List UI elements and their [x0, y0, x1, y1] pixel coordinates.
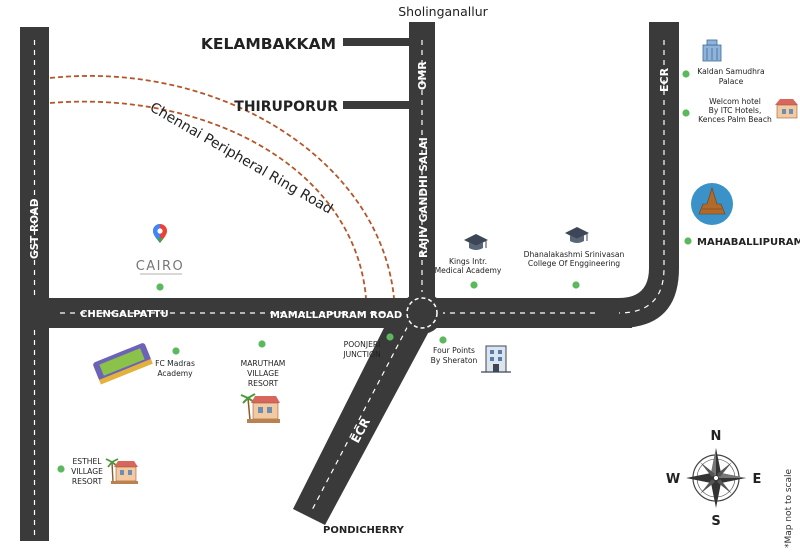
poonjeri-label-1: POONJERI: [344, 340, 381, 349]
hotel-building-icon: [702, 39, 722, 62]
welcom-label-2: By ITC Hotels,: [709, 106, 762, 115]
poonjeri-junction[interactable]: POONJERI JUNCTION: [342, 333, 394, 359]
ecr-diagonal-centerline: [310, 317, 413, 513]
compass-south: S: [711, 514, 720, 529]
esthel-label-2: VILLAGE: [71, 467, 103, 476]
esthel-marker-dot: [57, 465, 65, 473]
resort-building-icon: [240, 393, 280, 423]
kelambakkam-connector: [343, 38, 411, 46]
four-points-label-2: By Sheraton: [431, 356, 478, 365]
ecr-right-road: [600, 22, 679, 328]
thiruporur-connector: [343, 101, 411, 109]
peripheral-ring-road: [49, 75, 395, 299]
map-scale-note: *Map not to scale: [784, 468, 794, 548]
marutham-village-resort[interactable]: MARUTHAM VILLAGE RESORT: [240, 340, 286, 423]
fc-label-2: Academy: [157, 369, 193, 378]
pondicherry-label: PONDICHERRY: [323, 525, 405, 536]
ecr-right-centerline: [618, 40, 665, 314]
kings-label-2: Medical Academy: [435, 266, 502, 275]
graduation-cap-icon: [565, 227, 589, 243]
welcom-label-1: Welcom hotel: [709, 97, 761, 106]
dhana-label-2: College Of Enggineering: [528, 259, 620, 268]
mahaballipuram-marker-dot: [684, 237, 692, 245]
four-points-label-1: Four Points: [433, 346, 475, 355]
welcom-label-3: Kences Palm Beach: [698, 115, 772, 124]
omr-label: OMR: [416, 61, 429, 90]
marutham-label-2: VILLAGE: [247, 369, 279, 378]
compass-east: E: [753, 472, 762, 487]
resort-building-icon: [775, 99, 798, 119]
hotel-building-icon: [481, 345, 511, 373]
compass-north: N: [711, 429, 722, 444]
ring-road-label: Chennai Peripheral Ring Road: [147, 100, 335, 218]
compass-west: W: [666, 472, 680, 487]
kings-marker-dot: [470, 281, 478, 289]
mahaballipuram-label: MAHABALLIPURAM: [697, 237, 800, 248]
esthel-label-3: RESORT: [72, 477, 103, 486]
kings-medical-academy[interactable]: Kings Intr. Medical Academy: [435, 234, 502, 289]
fc-label-1: FC Madras: [155, 359, 195, 368]
location-pin-icon: [153, 224, 167, 243]
four-points-sheraton[interactable]: Four Points By Sheraton: [431, 336, 511, 373]
rajiv-gandhi-salai-label: RAJIV GANDHI SALAI: [418, 137, 430, 258]
sholinganallur-label: Sholinganallur: [398, 4, 488, 19]
poonjeri-marker-dot: [386, 333, 394, 341]
ecr-diagonal-road: [293, 304, 434, 525]
road-network: [20, 22, 679, 541]
dhanalakashmi-college[interactable]: Dhanalakashmi Srinivasan College Of Engg…: [524, 227, 625, 289]
welcom-hotel[interactable]: Welcom hotel By ITC Hotels, Kences Palm …: [682, 97, 798, 124]
shore-temple-icon: [691, 183, 733, 225]
cairo-project[interactable]: CAIRO: [136, 224, 185, 291]
marutham-label-3: RESORT: [248, 379, 279, 388]
cairo-marker-dot: [156, 283, 164, 291]
fc-madras-academy[interactable]: FC Madras Academy: [92, 342, 195, 385]
four-points-marker-dot: [439, 336, 447, 344]
marutham-label-1: MARUTHAM: [241, 359, 286, 368]
cairo-logo: CAIRO: [136, 259, 185, 274]
dhana-label-1: Dhanalakashmi Srinivasan: [524, 250, 625, 259]
kaldan-marker-dot: [682, 70, 690, 78]
ecr-right-label: ECR: [658, 67, 671, 92]
kaldan-label-2: Palace: [719, 77, 744, 86]
welcom-marker-dot: [682, 109, 690, 117]
kings-label-1: Kings Intr.: [449, 257, 487, 266]
thiruporur-label: THIRUPORUR: [234, 99, 338, 115]
graduation-cap-icon: [464, 234, 488, 250]
poonjeri-label-2: JUNCTION: [342, 350, 380, 359]
esthel-label-1: ESTHEL: [73, 457, 103, 466]
marutham-marker-dot: [258, 340, 266, 348]
mamallapuram-road-label: MAMALLAPURAM ROAD: [270, 310, 402, 321]
compass-rose-icon: [686, 448, 746, 508]
kelambakkam-label: KELAMBAKKAM: [201, 35, 336, 53]
fc-marker-dot: [172, 347, 180, 355]
stadium-icon: [93, 343, 153, 385]
kaldan-label-1: Kaldan Samudhra: [697, 67, 764, 76]
gst-road-label: GST ROAD: [29, 198, 41, 259]
roundabout-ring: [406, 297, 438, 329]
esthel-village-resort[interactable]: ESTHEL VILLAGE RESORT: [57, 457, 138, 486]
kaldan-samudhra-palace[interactable]: Kaldan Samudhra Palace: [682, 39, 765, 86]
chengalpattu-label: CHENGALPATTU: [80, 309, 169, 320]
dhana-marker-dot: [572, 281, 580, 289]
resort-building-icon: [105, 458, 138, 484]
